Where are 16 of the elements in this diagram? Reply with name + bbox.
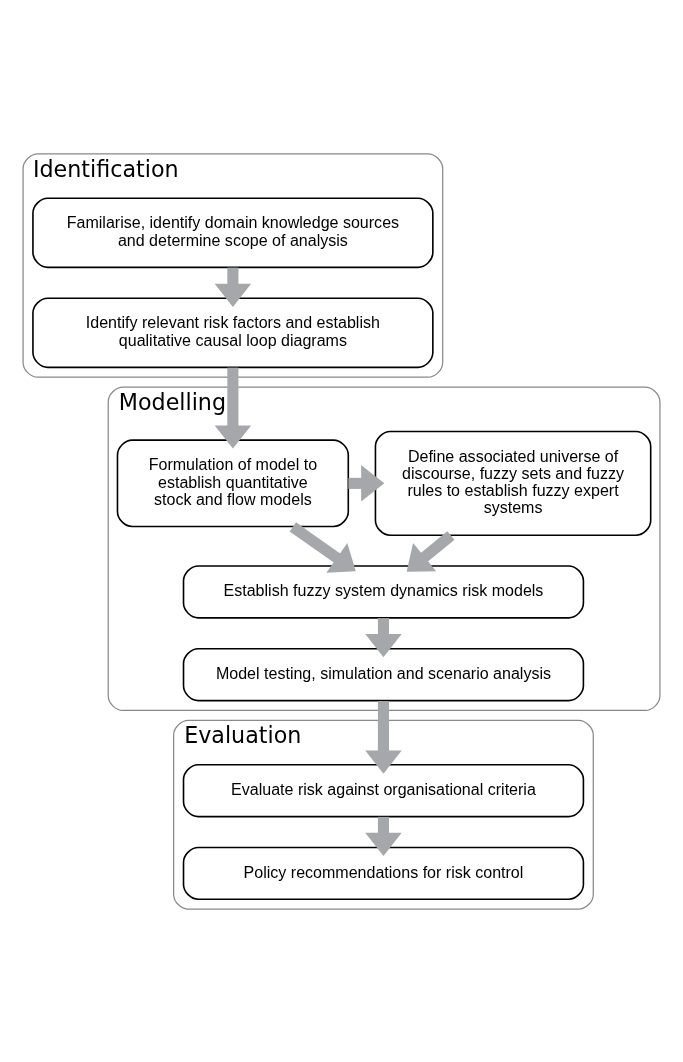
arrow: [406, 530, 455, 572]
arrow: [214, 367, 252, 449]
arrow: [365, 700, 402, 774]
node-box: Policy recommendations for risk control: [182, 846, 585, 900]
node-box: Familarise, identify domain knowledge sources and determine scope of analysis: [32, 196, 434, 268]
node-box: Evaluate risk against organisational criteria: [182, 763, 585, 817]
node-box: Define associated universe of discourse, fuzzy sets and fuzzy rules to establish fuzzy expert systems: [374, 430, 652, 536]
arrow: [365, 816, 402, 856]
arrow: [365, 617, 402, 657]
arrow: [289, 521, 356, 573]
node-box: Establish fuzzy system dynamics risk models: [182, 564, 585, 619]
node-box: Identify relevant risk factors and establish qualitative causal loop diagrams: [32, 296, 434, 368]
node-box: Formulation of model to establish quantitative stock and flow models: [116, 438, 350, 527]
node-box: Model testing, simulation and scenario analysis: [182, 647, 585, 701]
arrow: [348, 464, 385, 502]
arrow: [214, 267, 252, 307]
